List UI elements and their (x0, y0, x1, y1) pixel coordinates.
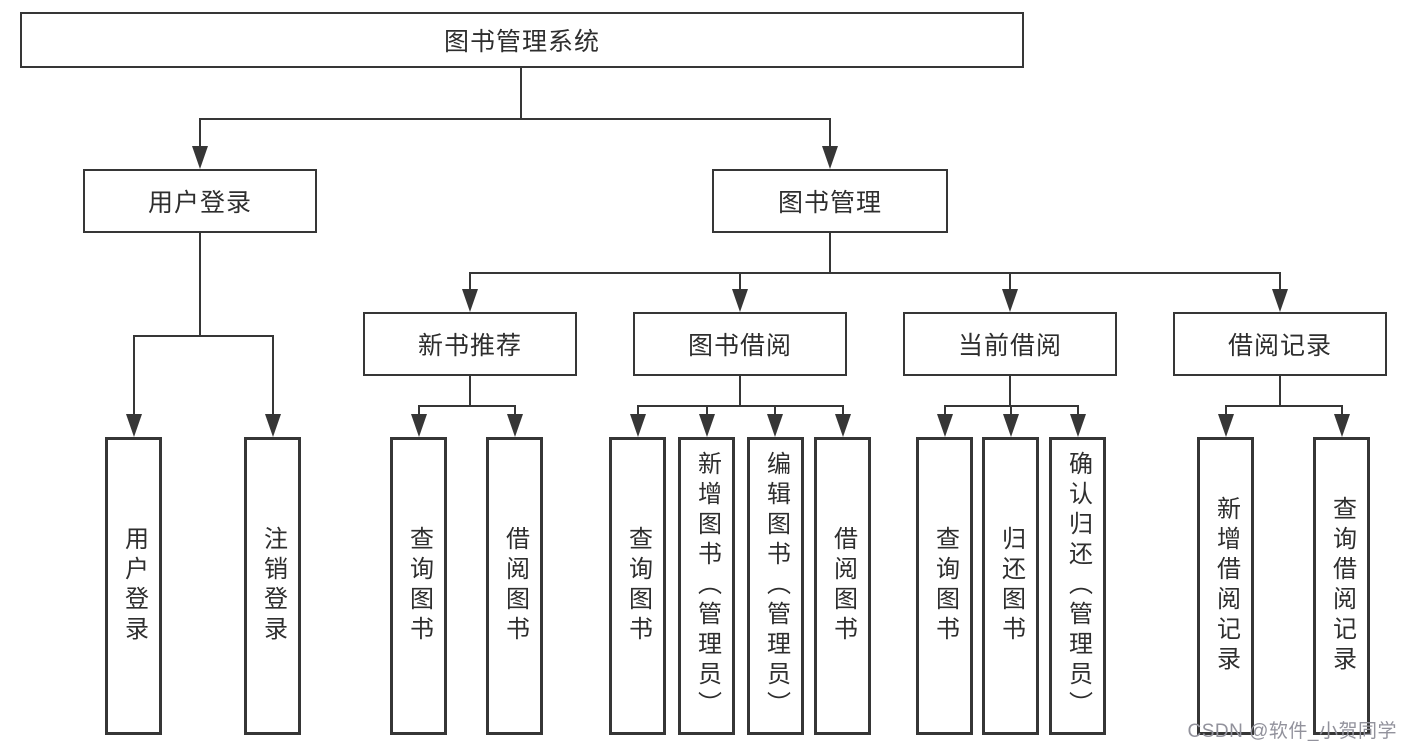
connector-line-horizontal (468, 271, 1282, 275)
leaf-query-books-recommend: 查询图书 (390, 437, 447, 735)
arrow-down-icon (1003, 414, 1019, 437)
connector-line-drop (828, 119, 832, 165)
connector-line-vertical (198, 233, 202, 336)
leaf-confirm-return-admin: 确认归还（管理员） (1049, 437, 1106, 735)
arrow-down-icon (265, 414, 281, 437)
connector-line-vertical (828, 233, 832, 273)
connector-line-vertical (468, 376, 472, 406)
node-new-book-recommendation: 新书推荐 (363, 312, 577, 376)
node-user-login: 用户登录 (83, 169, 317, 233)
arrow-down-icon (411, 414, 427, 437)
leaf-query-books-current: 查询图书 (916, 437, 973, 735)
arrow-down-icon (1272, 289, 1288, 312)
csdn-watermark: CSDN @软件_小贺同学 (1187, 721, 1397, 742)
node-book-borrowing: 图书借阅 (633, 312, 847, 376)
leaf-add-borrow-record: 新增借阅记录 (1197, 437, 1254, 735)
arrow-down-icon (732, 289, 748, 312)
arrow-down-icon (126, 414, 142, 437)
connector-line-horizontal (132, 334, 275, 338)
leaf-user-login: 用户登录 (105, 437, 162, 735)
connector-line-vertical (519, 68, 523, 119)
node-current-borrowing: 当前借阅 (903, 312, 1117, 376)
connector-line-vertical (738, 376, 742, 406)
leaf-borrow-books-recommend: 借阅图书 (486, 437, 543, 735)
node-book-management: 图书管理 (712, 169, 948, 233)
arrow-down-icon (192, 146, 208, 169)
connector-line-horizontal (636, 404, 845, 408)
node-borrowing-records: 借阅记录 (1173, 312, 1387, 376)
connector-line-vertical (1008, 376, 1012, 406)
connector-line-horizontal (417, 404, 517, 408)
connector-line-horizontal (198, 117, 832, 121)
arrow-down-icon (937, 414, 953, 437)
leaf-add-book-admin: 新增图书（管理员） (678, 437, 735, 735)
arrow-down-icon (767, 414, 783, 437)
connector-line-drop (271, 336, 275, 433)
arrow-down-icon (835, 414, 851, 437)
arrow-down-icon (1218, 414, 1234, 437)
leaf-logout: 注销登录 (244, 437, 301, 735)
arrow-down-icon (822, 146, 838, 169)
leaf-borrow-books: 借阅图书 (814, 437, 871, 735)
connector-line-horizontal (1224, 404, 1344, 408)
leaf-return-books: 归还图书 (982, 437, 1039, 735)
arrow-down-icon (1070, 414, 1086, 437)
connector-line-drop (132, 336, 136, 433)
arrow-down-icon (1334, 414, 1350, 437)
connector-line-drop (198, 119, 202, 165)
arrow-down-icon (462, 289, 478, 312)
leaf-query-borrow-records: 查询借阅记录 (1313, 437, 1370, 735)
node-library-management-system: 图书管理系统 (20, 12, 1024, 68)
arrow-down-icon (699, 414, 715, 437)
arrow-down-icon (507, 414, 523, 437)
arrow-down-icon (1002, 289, 1018, 312)
leaf-edit-book-admin: 编辑图书（管理员） (747, 437, 804, 735)
connector-line-vertical (1278, 376, 1282, 406)
arrow-down-icon (630, 414, 646, 437)
leaf-query-books-borrowing: 查询图书 (609, 437, 666, 735)
